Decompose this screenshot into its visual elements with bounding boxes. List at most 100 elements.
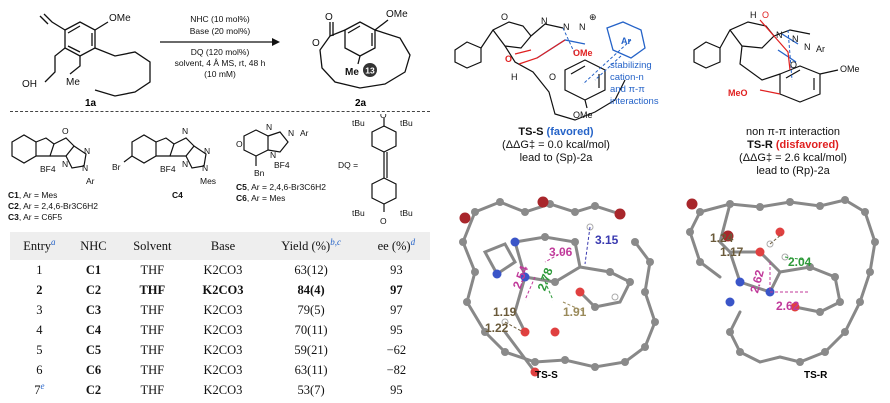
c4-bf4: BF4 [160,164,176,174]
col-ee: ee (%)d [377,237,416,254]
ts-r-dist-3: 2.04 [788,255,812,269]
reaction-scheme: OMe OH Me 1a NHC (10 mol%) Base (20 mol%… [22,9,411,109]
table-header-row: Entrya NHC Solvent Base Yield (%)b,c ee … [10,232,430,260]
ts-r-dist-5: 2.62 [776,299,800,313]
catalyst-c5-c6-structure [243,129,289,166]
c4-n3: N [202,163,208,173]
dq-label: DQ = [338,160,358,170]
cell-solvent: THF [139,282,166,297]
ts-r-ar: Ar [816,44,825,54]
c56-bf4: BF4 [274,160,290,170]
dq-o-top: O [380,114,387,120]
sm-label: 1a [85,98,97,109]
prod-group-ome: OMe [386,9,408,20]
starting-material-structure [39,13,151,97]
c1-n2: N [84,146,90,156]
ts-r-n3: N [804,42,811,52]
optimization-table: Entrya NHC Solvent Base Yield (%)b,c ee … [10,232,430,400]
c4-br: Br [112,162,121,172]
ts-s-n3: N [579,22,586,32]
cell-nhc: C3 [85,302,102,317]
dq-tbu-2: tBu [400,118,413,128]
cell-solvent: THF [140,382,165,397]
c56-n2: N [288,128,294,138]
ts-s-o1: O [501,12,508,22]
cell-entry: 7e [34,381,45,398]
section-divider [10,111,430,112]
catalyst-c4-structure [123,134,207,169]
c56-n3: N [270,150,276,160]
prod-group-me: Me [345,67,359,78]
dq-structure [371,118,397,212]
ts-s-scheme: O N N N ⊕ Ar O H O OMe OMe stabilizing c… [454,12,659,121]
ts-s-note-1: stabilizing [610,60,652,71]
cell-entry: 3 [36,303,43,318]
col-base: Base [210,238,236,253]
cell-entry: 4 [36,323,43,338]
prod-group-o1: O [325,12,333,23]
cell-yield: 79(5) [297,302,325,317]
cell-base: K2CO3 [203,262,243,277]
cell-base: K2CO3 [203,302,243,317]
c1-ar: Ar [86,176,95,186]
catalyst-structures: BF4 N N N O Ar Br BF4 N N N N Mes C4 N N… [8,114,413,226]
cell-solvent: THF [140,342,165,357]
ts-s-note-2: cation-n [610,72,644,83]
legend-c5: C5, Ar = 2,4,6-Br3C6H2 [236,182,326,192]
cell-ee: 93 [390,262,403,277]
ts-s-dist-7: 1.22 [485,321,509,335]
ts-s-plus: ⊕ [589,12,597,22]
ts-r-dist-2: 1.17 [720,245,744,259]
ts-r-o2: O [790,60,797,70]
ts-r-meo: MeO [728,88,748,98]
c56-ar: Ar [300,128,309,138]
ts-r-energy: (ΔΔG‡ = 2.6 kcal/mol) [739,152,847,164]
prod-group-o2: O [312,38,320,49]
sm-group-oh: OH [22,79,37,90]
ts-r-ome: OMe [840,64,860,74]
sm-group-me: Me [66,77,80,88]
ts-r-n2: N [792,34,799,44]
cell-nhc: C4 [85,322,102,337]
product-structure [319,19,411,89]
cell-yield: 59(21) [294,342,328,357]
ts-r-dist-4: 2.62 [747,268,767,294]
cell-yield: 70(11) [294,322,328,337]
c56-bn: Bn [254,168,265,178]
cell-base: K2CO3 [203,322,243,337]
c4-label: C4 [172,190,183,200]
cell-base: K2CO3 [202,282,244,297]
cell-entry: 1 [36,263,43,278]
condition-above-2: Base (20 mol%) [190,26,251,36]
cell-nhc: C2 [85,282,102,297]
ts-s-caption: TS-S (favored) (ΔΔG‡ = 0.0 kcal/mol) lea… [496,126,616,165]
col-solvent: Solvent [133,238,172,253]
cell-yield: 53(7) [297,382,325,397]
catalyst-c1-c3-structure [11,134,87,169]
legend-c1: C1, Ar = Mes [8,190,57,200]
legend-c3: C3, Ar = C6F5 [8,212,62,222]
ts-r-scheme: H O N N N Ar O MeO OMe [693,10,860,103]
legend-c2: C2, Ar = 2,4,6-Br3C6H2 [8,201,98,211]
c4-mes: Mes [200,176,216,186]
dq-tbu-3: tBu [352,208,365,218]
ts-r-dist-1: 1.24 [710,231,734,245]
ts-r-h: H [750,10,757,20]
c56-n1: N [266,122,272,132]
c1-bf4: BF4 [40,164,56,174]
cell-yield: 63(11) [294,362,328,377]
cell-ee: 97 [390,282,403,297]
ring-size-badge [363,63,377,77]
c4-n2: N [204,146,210,156]
ts-r-n1: N [776,30,783,40]
ts-s-dist-5: 1.91 [563,305,587,319]
ts-s-ar: Ar [621,36,631,46]
c56-o: O [236,139,243,149]
